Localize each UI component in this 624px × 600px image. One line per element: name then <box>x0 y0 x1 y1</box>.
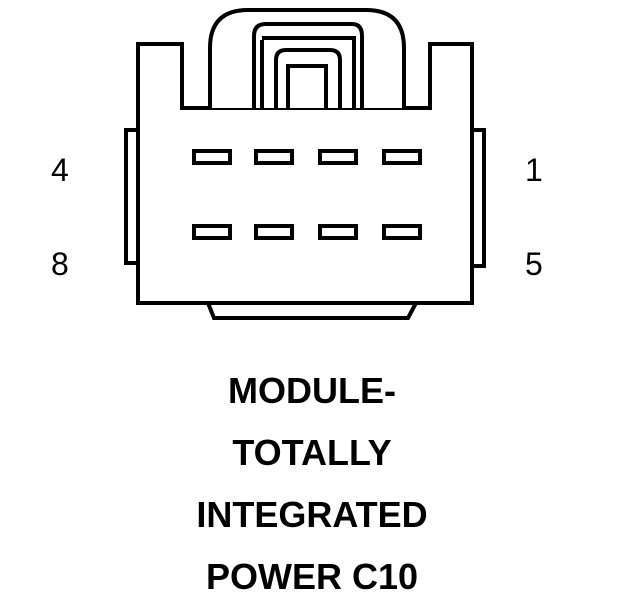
pin-cavity-5 <box>382 224 422 240</box>
pin-label-bottom-right: 5 <box>525 246 543 282</box>
pin-cavity-1 <box>382 149 422 165</box>
pin-cavity-8 <box>192 224 232 240</box>
caption-line-3: INTEGRATED <box>196 494 428 535</box>
latch-inner-post-left <box>274 48 342 108</box>
pin-cavity-6 <box>318 224 358 240</box>
caption-line-2: TOTALLY <box>232 432 392 473</box>
pin-cavity-7 <box>254 224 294 240</box>
latch-inner-frame <box>252 22 364 108</box>
latch-slot <box>286 64 328 108</box>
caption-line-4: POWER C10 <box>205 556 419 597</box>
pin-cavity-2 <box>318 149 358 165</box>
pin-label-bottom-left: 8 <box>51 246 69 282</box>
pin-cavity-3 <box>254 149 294 165</box>
bottom-tab <box>205 301 420 320</box>
pin-cavity-4 <box>192 149 232 165</box>
pin-label-top-left: 4 <box>51 152 69 188</box>
caption-line-1: MODULE- <box>228 370 396 411</box>
pin-label-top-right: 1 <box>525 152 543 188</box>
